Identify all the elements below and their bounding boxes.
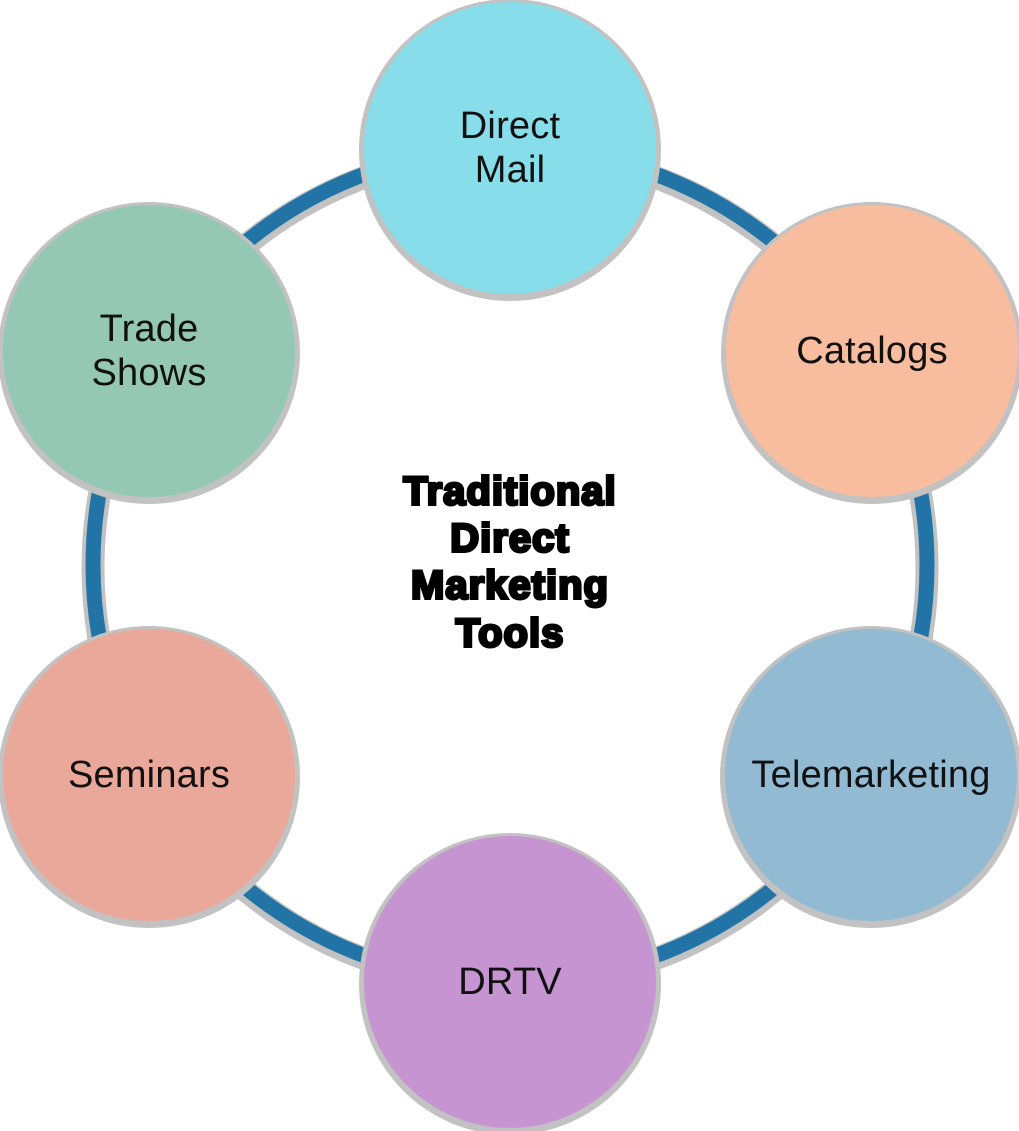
center-title: Traditional Direct Marketing Tools [402,468,617,657]
node-direct-mail-label: Direct Mail [459,104,561,191]
node-trade-shows-label: Trade Shows [91,307,207,394]
node-drtv-label: DRTV [458,960,562,1003]
node-catalogs-label: Catalogs [796,329,948,372]
node-seminars-label: Seminars [67,753,231,796]
node-seminars: Seminars [3,629,295,921]
node-drtv: DRTV [364,836,656,1128]
node-trade-shows: Trade Shows [3,205,295,497]
node-catalogs: Catalogs [726,205,1018,497]
node-telemarketing-label: Telemarketing [751,753,991,796]
node-telemarketing: Telemarketing [725,629,1017,921]
node-direct-mail: Direct Mail [364,2,656,294]
